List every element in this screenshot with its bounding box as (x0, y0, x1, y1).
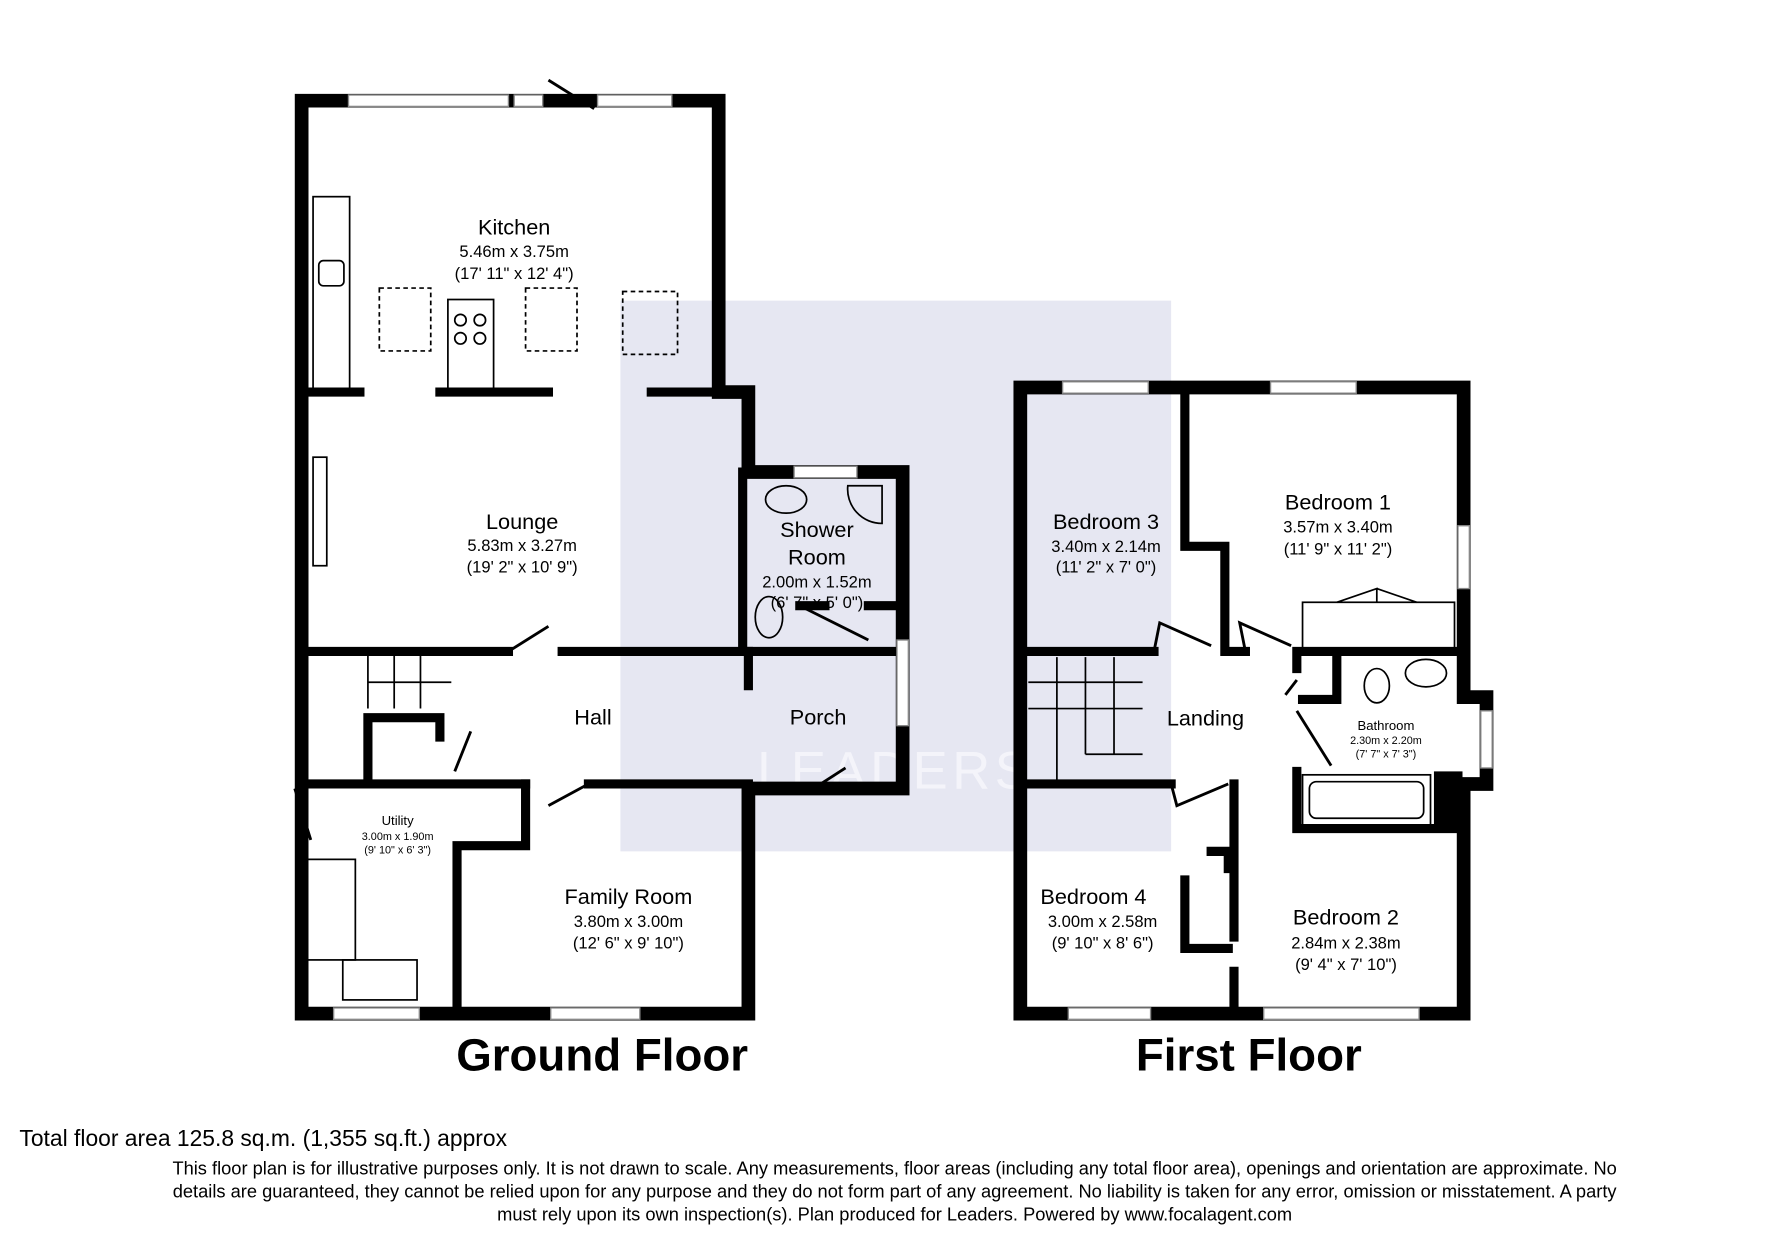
porch-label: Porch (790, 705, 847, 730)
bedroom-3-metric: 3.40m x 2.14m (1051, 537, 1160, 556)
lounge-metric: 5.83m x 3.27m (467, 536, 576, 555)
shower-room-imperial: (6' 7" x 5' 0") (771, 593, 864, 612)
bedroom-3-imperial: (11' 2" x 7' 0") (1056, 558, 1157, 577)
landing-label: Landing (1167, 706, 1244, 731)
total-floor-area: Total floor area 125.8 sq.m. (1,355 sq.f… (19, 1125, 507, 1151)
disclaimer-line-3: must rely upon its own inspection(s). Pl… (497, 1203, 1292, 1224)
shower-room-label-1: Shower (780, 517, 854, 542)
shower-room-label-2: Room (788, 545, 846, 570)
bedroom-2-label: Bedroom 2 (1293, 904, 1399, 929)
bedroom-4-imperial: (9' 10" x 8' 6") (1052, 933, 1154, 952)
family-room-label: Family Room (565, 884, 693, 909)
hall-label: Hall (574, 705, 611, 730)
bathroom-label: Bathroom (1357, 718, 1414, 733)
bedroom-4-label: Bedroom 4 (1040, 884, 1146, 909)
bathroom-metric: 2.30m x 2.20m (1350, 735, 1422, 747)
ground-floor-title: Ground Floor (456, 1030, 748, 1081)
lounge-imperial: (19' 2" x 10' 9") (467, 558, 578, 577)
utility-label: Utility (382, 813, 415, 828)
kitchen-metric: 5.46m x 3.75m (459, 242, 568, 261)
first-floor-plan: Bedroom 3 3.40m x 2.14m (11' 2" x 7' 0")… (1013, 380, 1494, 1081)
bedroom-3-label: Bedroom 3 (1053, 509, 1159, 534)
ground-floor-plan: Kitchen 5.46m x 3.75m (17' 11" x 12' 4")… (293, 78, 910, 1081)
bedroom-2-metric: 2.84m x 2.38m (1291, 933, 1400, 952)
bedroom-1-metric: 3.57m x 3.40m (1283, 518, 1392, 537)
utility-metric: 3.00m x 1.90m (362, 831, 434, 843)
bathroom-imperial: (7' 7" x 7' 3") (1356, 749, 1417, 761)
lounge-label: Lounge (486, 509, 558, 534)
bedroom-2-imperial: (9' 4" x 7' 10") (1295, 955, 1397, 974)
bedroom-1-imperial: (11' 9" x 11' 2") (1284, 539, 1393, 558)
disclaimer-line-1: This floor plan is for illustrative purp… (172, 1158, 1616, 1179)
disclaimer-line-2: details are guaranteed, they cannot be r… (173, 1181, 1618, 1202)
first-floor-title: First Floor (1136, 1030, 1362, 1081)
family-room-imperial: (12' 6" x 9' 10") (573, 933, 684, 952)
utility-imperial: (9' 10" x 6' 3") (364, 845, 431, 857)
shower-room-metric: 2.00m x 1.52m (762, 572, 871, 591)
kitchen-imperial: (17' 11" x 12' 4") (455, 264, 574, 283)
kitchen-label: Kitchen (478, 214, 550, 239)
bedroom-4-metric: 3.00m x 2.58m (1048, 912, 1157, 931)
bedroom-1-label: Bedroom 1 (1285, 490, 1391, 515)
family-room-metric: 3.80m x 3.00m (574, 912, 683, 931)
